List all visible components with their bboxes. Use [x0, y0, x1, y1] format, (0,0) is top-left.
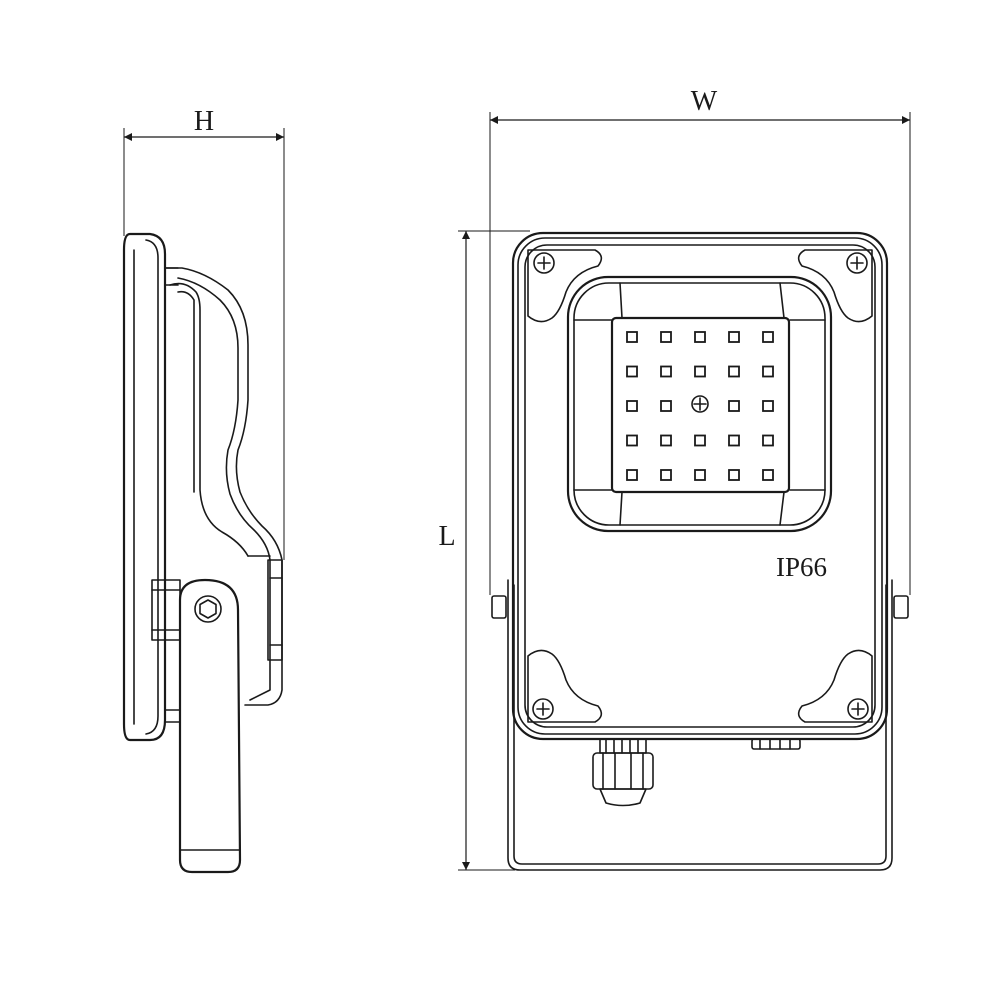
led-chip: [626, 434, 638, 447]
ip-rating-label: IP66: [776, 552, 827, 582]
led-chip: [694, 469, 706, 481]
center-screw-icon: [691, 395, 709, 413]
height-label: H: [194, 106, 214, 137]
led-chip: [626, 400, 638, 412]
led-chip: [626, 365, 638, 378]
screw-icon: [536, 702, 550, 716]
width-label: W: [691, 86, 718, 117]
led-chip: [728, 434, 740, 447]
optic-window: [566, 275, 833, 533]
led-chip: [762, 469, 774, 481]
corner-pad-bottom-left: [527, 649, 603, 723]
corner-pad-top-left: [527, 249, 603, 323]
led-chip: [660, 331, 672, 343]
vent-valve: [751, 738, 801, 750]
led-chip: [728, 400, 740, 412]
housing: [511, 231, 889, 741]
height-dimension: H: [123, 106, 285, 560]
screw-icon: [850, 256, 864, 270]
width-dimension: W: [489, 86, 911, 595]
led-chip: [694, 365, 706, 378]
led-chip: [728, 331, 740, 343]
side-body: [164, 267, 283, 706]
led-chip: [660, 365, 672, 378]
side-bracket: [151, 578, 242, 874]
front-view: W L: [438, 86, 911, 871]
led-chip: [762, 434, 774, 447]
led-chip: [762, 331, 774, 343]
led-chip: [728, 365, 740, 378]
front-bracket: [491, 579, 909, 871]
length-dimension: L: [438, 230, 530, 871]
cable-gland: [592, 738, 654, 807]
side-frame: [122, 232, 179, 742]
led-chip: [728, 469, 740, 481]
led-chip: [694, 434, 706, 447]
corner-pad-bottom-right: [797, 649, 873, 723]
screw-icon: [851, 702, 865, 716]
led-chip: [694, 331, 706, 343]
led-chip: [660, 434, 672, 447]
length-label: L: [438, 521, 455, 552]
led-array: [626, 331, 774, 481]
led-chip: [762, 400, 774, 412]
screw-icon: [537, 256, 551, 270]
led-chip: [660, 469, 672, 481]
led-chip: [626, 469, 638, 481]
led-chip: [660, 400, 672, 412]
side-view: H: [122, 106, 285, 874]
led-chip: [762, 365, 774, 378]
led-chip: [626, 331, 638, 343]
corner-pad-top-right: [797, 249, 873, 323]
